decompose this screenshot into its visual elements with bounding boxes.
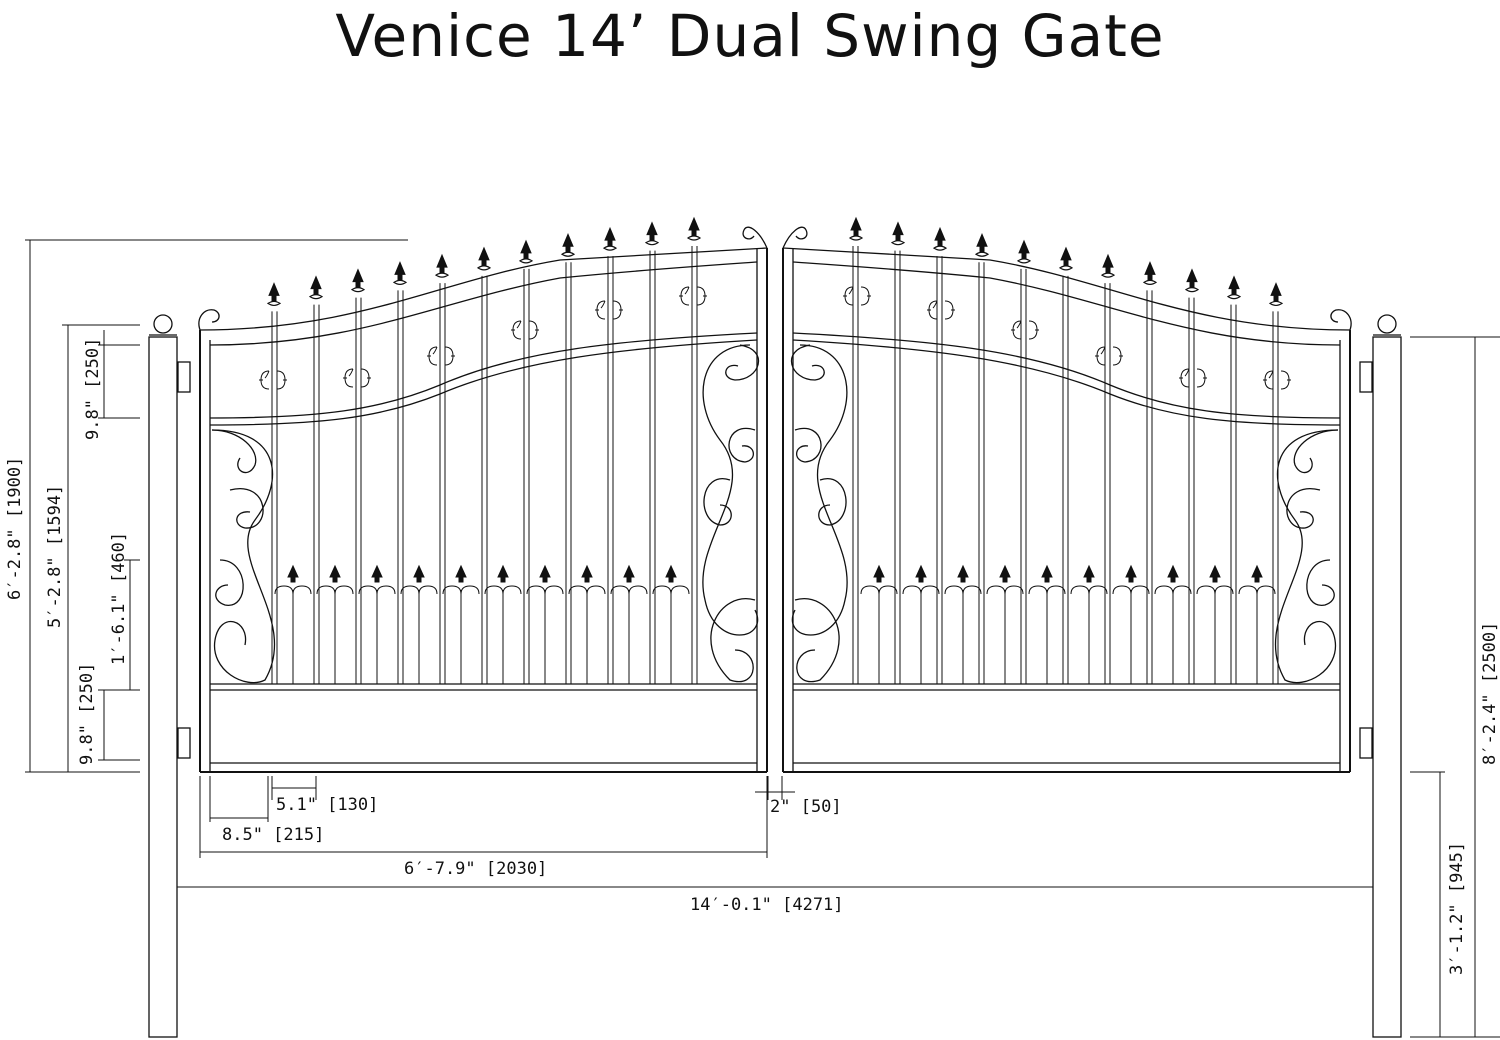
- cc-ornament: [1010, 320, 1040, 340]
- pickets: [271, 246, 1279, 684]
- lower-spear: [1154, 565, 1192, 595]
- dim-frame-height: 5′-2.8" [1594]: [45, 485, 65, 628]
- spear: [975, 233, 989, 257]
- dim-picket-spacing: 5.1" [130]: [276, 795, 378, 815]
- cc-ornament: [594, 300, 624, 320]
- spear: [933, 227, 947, 251]
- right-post: [1372, 314, 1402, 1038]
- dim-bottom-band: 9.8" [250]: [77, 663, 97, 765]
- lower-spears: [274, 565, 1276, 595]
- lower-spear: [568, 565, 606, 595]
- lower-spear: [944, 565, 982, 595]
- dim-edge-offset: 8.5" [215]: [222, 825, 324, 845]
- spear: [645, 222, 659, 246]
- left-post: [148, 314, 178, 1038]
- lower-spear: [526, 565, 564, 595]
- lower-spear: [1070, 565, 1108, 595]
- page-title: Venice 14’ Dual Swing Gate: [335, 2, 1165, 70]
- dim-post-height: 8′-2.4" [2500]: [1480, 622, 1500, 765]
- cc-ornaments: [258, 286, 1292, 390]
- dim-post-embed: 3′-1.2" [945]: [1447, 842, 1467, 975]
- dim-overall-height: 6′-2.8" [1900]: [5, 457, 25, 600]
- dim-leaf-width: 6′-7.9" [2030]: [404, 859, 547, 879]
- lower-spear: [1238, 565, 1276, 595]
- lower-spear: [610, 565, 648, 595]
- spear: [393, 261, 407, 285]
- dimension-lines: [25, 239, 1500, 1038]
- spear: [1101, 254, 1115, 278]
- hinges: [177, 361, 1373, 759]
- left-gate-leaf: [198, 226, 768, 773]
- lower-spear: [1196, 565, 1234, 595]
- lower-spear: [400, 565, 438, 595]
- spear: [1059, 247, 1073, 271]
- lower-spear: [274, 565, 312, 595]
- cc-ornament: [342, 368, 372, 388]
- spear: [435, 254, 449, 278]
- spear: [561, 233, 575, 257]
- lower-spear: [1112, 565, 1150, 595]
- cc-ornament: [426, 346, 456, 366]
- lower-spear: [316, 565, 354, 595]
- cc-ornament: [926, 300, 956, 320]
- spear: [351, 269, 365, 293]
- lower-spear: [484, 565, 522, 595]
- dim-total-width: 14′-0.1" [4271]: [690, 895, 844, 915]
- spear: [687, 217, 701, 241]
- cc-ornament: [678, 286, 708, 306]
- cc-ornament: [842, 286, 872, 306]
- right-gate-leaf: [782, 226, 1352, 773]
- cc-ornament: [1262, 370, 1292, 390]
- spear: [1143, 261, 1157, 285]
- top-spears: [267, 217, 1283, 307]
- cc-ornament: [1178, 368, 1208, 388]
- lower-spear: [860, 565, 898, 595]
- spear: [519, 240, 533, 264]
- spear: [477, 247, 491, 271]
- dim-picket-height: 1′-6.1" [460]: [109, 532, 129, 665]
- spear: [267, 282, 281, 307]
- lower-spear: [442, 565, 480, 595]
- spear: [849, 217, 863, 241]
- dim-gap: 2" [50]: [770, 797, 842, 817]
- cc-ornament: [1094, 346, 1124, 366]
- left-scrolls: [211, 344, 760, 684]
- spear: [1269, 282, 1283, 307]
- spear: [309, 276, 323, 300]
- dim-top-band: 9.8" [250]: [83, 338, 103, 440]
- lower-spear: [1028, 565, 1066, 595]
- right-scrolls: [790, 344, 1339, 684]
- cc-ornament: [258, 370, 288, 390]
- cc-ornament: [510, 320, 540, 340]
- lower-spear: [902, 565, 940, 595]
- spear: [603, 227, 617, 251]
- lower-spear: [358, 565, 396, 595]
- spear: [1017, 240, 1031, 264]
- lower-spear: [652, 565, 690, 595]
- spear: [1227, 276, 1241, 300]
- spear: [1185, 269, 1199, 293]
- lower-spear: [986, 565, 1024, 595]
- spear: [891, 222, 905, 246]
